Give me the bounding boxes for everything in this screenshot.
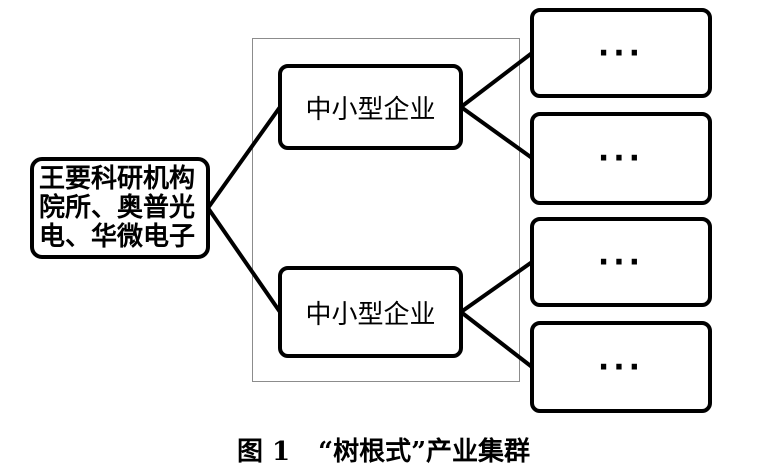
leaf-node-4: ···: [530, 321, 712, 413]
middle-node-sme-2: 中小型企业: [278, 266, 463, 358]
figure-number: 图 1: [236, 437, 291, 467]
leaf-node-2: ···: [530, 112, 712, 205]
leaf-node-ellipsis: ···: [597, 244, 645, 280]
edge-middle-2-to-leaf-4: [459, 310, 534, 369]
leaf-node-3: ···: [530, 217, 712, 307]
middle-node-label: 中小型企业: [305, 299, 436, 330]
figure-caption: 图 1 “树根式”产业集群: [0, 432, 767, 472]
edge-middle-1-to-leaf-1: [459, 51, 534, 109]
root-node-line: 王要科研机构: [39, 163, 196, 194]
middle-node-label: 中小型企业: [305, 94, 436, 125]
edge-middle-2-to-leaf-3: [459, 260, 534, 314]
leaf-node-ellipsis: ···: [597, 349, 645, 385]
root-node-research-institutes: 王要科研机构 院所、奥普光 电、华微电子: [30, 157, 210, 259]
edge-root-to-middle-1: [206, 105, 282, 210]
middle-node-sme-1: 中小型企业: [278, 64, 463, 150]
root-node-line: 电、华微电子: [39, 221, 196, 252]
figure-title: “树根式”产业集群: [318, 437, 531, 467]
root-node-line: 院所、奥普光: [39, 192, 196, 223]
edge-root-to-middle-2: [206, 206, 282, 314]
sme-group-frame: [252, 38, 520, 382]
leaf-node-ellipsis: ···: [597, 141, 645, 176]
leaf-node-ellipsis: ···: [597, 35, 645, 71]
leaf-node-1: ···: [530, 8, 712, 98]
edge-middle-1-to-leaf-2: [459, 105, 534, 160]
diagram-edges: [206, 51, 534, 369]
